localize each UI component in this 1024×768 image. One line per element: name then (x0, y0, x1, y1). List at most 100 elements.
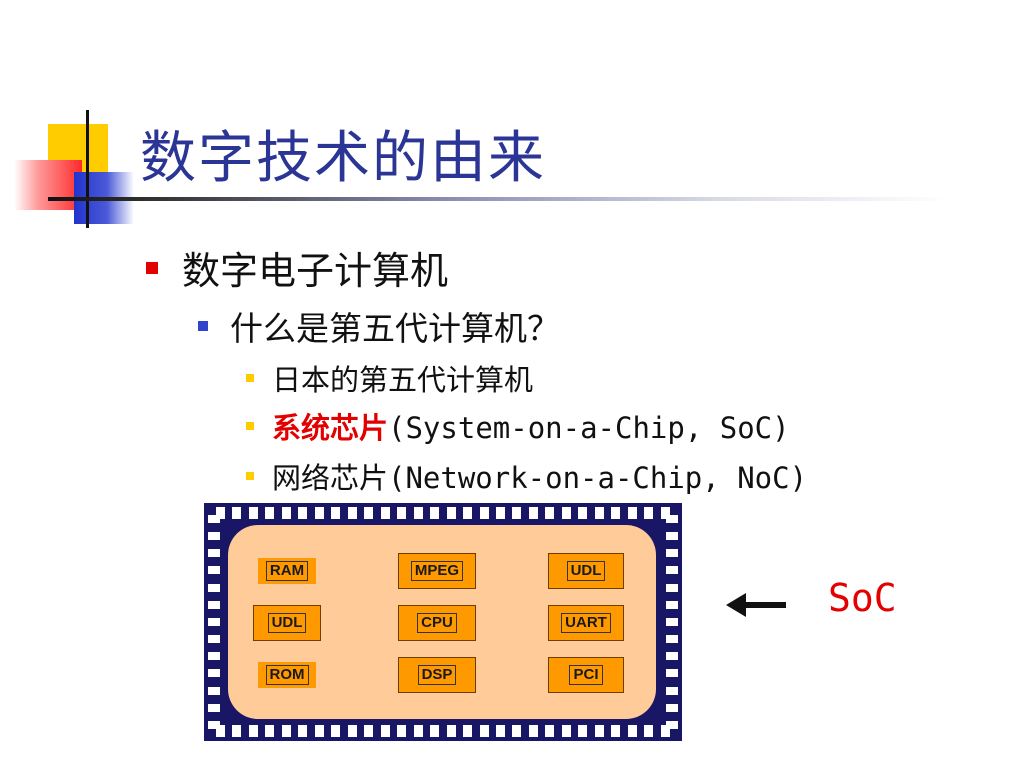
chip-pin (666, 686, 678, 695)
chip-pin (666, 652, 678, 661)
chip-pin (545, 725, 555, 737)
chip-block-label: ROM (265, 665, 309, 685)
chip-pin (561, 507, 571, 519)
chip-pin (208, 549, 220, 558)
chip-pin (512, 507, 522, 519)
chip-pin (578, 725, 588, 737)
chip-pin (644, 507, 654, 519)
chip-pin (208, 669, 220, 678)
chip-pin (347, 725, 357, 737)
chip-pin (413, 725, 423, 737)
bullet-level3-rest: (System-on-a-Chip, SoC) (388, 411, 790, 445)
chip-block-pci: PCI (553, 662, 619, 688)
chip-pin (347, 507, 357, 519)
chip-pin (265, 507, 275, 519)
chip-pin (265, 725, 275, 737)
chip-pin (528, 507, 538, 519)
title-ornament-red (14, 160, 82, 210)
bullet-level3-text: 网络芯片(Network-on-a-Chip, NoC) (272, 461, 808, 495)
bullet-level3-item: 系统芯片(System-on-a-Chip, SoC) (246, 405, 790, 447)
chip-pin (463, 725, 473, 737)
bullet-level2: 什么是第五代计算机？ (198, 302, 560, 350)
chip-pin (208, 566, 220, 575)
chip-block-dsp: DSP (403, 662, 471, 688)
chip-pin (208, 583, 220, 592)
bullet-level1-text: 数字电子计算机 (182, 249, 449, 293)
chip-pin (660, 507, 670, 519)
chip-pin (208, 617, 220, 626)
chip-pin (430, 725, 440, 737)
chip-pin (397, 507, 407, 519)
highlight-text: 系统芯片 (272, 411, 389, 445)
chip-block-udl: UDL (553, 558, 619, 584)
yellow-square-bullet-icon (246, 374, 254, 382)
bullet-level3-text: 日本的第五代计算机 (272, 363, 534, 397)
chip-pin (666, 669, 678, 678)
chip-pin (216, 507, 225, 519)
left-arrow-icon (726, 593, 786, 617)
bullet-level3-item: 网络芯片(Network-on-a-Chip, NoC) (246, 455, 807, 497)
chip-pin (364, 507, 374, 519)
chip-block-label: CPU (417, 613, 457, 633)
chip-pin (232, 507, 242, 519)
chip-pin (463, 507, 473, 519)
chip-pin (660, 725, 670, 737)
chip-block-uart: UART (553, 610, 619, 636)
chip-pin (298, 507, 308, 519)
bullet-level3-text: 系统芯片(System-on-a-Chip, SoC) (272, 405, 790, 447)
chip-pin (561, 725, 571, 737)
chip-pin (512, 725, 522, 737)
chip-pin (666, 515, 678, 523)
chip-block-mpeg: MPEG (403, 558, 471, 584)
chip-block-label: UART (561, 613, 611, 633)
chip-pin (298, 725, 308, 737)
chip-pin (208, 532, 220, 541)
chip-pin (430, 507, 440, 519)
chip-pin (666, 720, 678, 729)
chip-pin (479, 725, 489, 737)
chip-pins-left (208, 515, 220, 729)
chip-pin (232, 725, 242, 737)
chip-pin (666, 635, 678, 644)
chip-block-rom: ROM (258, 662, 316, 688)
chip-pins-right (666, 515, 678, 729)
title-underline (48, 197, 948, 201)
yellow-square-bullet-icon (246, 422, 254, 430)
blue-square-bullet-icon (198, 321, 208, 331)
chip-block-label: RAM (265, 561, 309, 581)
chip-pin (627, 507, 637, 519)
chip-pin (281, 507, 291, 519)
title-ornament-vertical-line (86, 110, 89, 228)
chip-pin (208, 720, 220, 729)
chip-pin (666, 549, 678, 558)
bullet-level2-text: 什么是第五代计算机？ (230, 309, 560, 348)
chip-block-label: DSP (417, 665, 457, 685)
chip-pin (331, 507, 341, 519)
chip-pin (248, 725, 258, 737)
chip-pin (208, 635, 220, 644)
chip-pin (248, 507, 258, 519)
chip-pin (666, 566, 678, 575)
chip-pin (380, 507, 390, 519)
chip-block-label: PCI (569, 665, 603, 685)
bullet-level3-item: 日本的第五代计算机 (246, 357, 533, 399)
yellow-square-bullet-icon (246, 472, 254, 480)
chip-pin (545, 507, 555, 519)
chip-pin (627, 725, 637, 737)
chip-pin (380, 725, 390, 737)
red-square-bullet-icon (146, 261, 158, 274)
chip-pin (314, 725, 324, 737)
chip-pins-top (216, 507, 670, 519)
chip-block-label: MPEG (410, 561, 464, 581)
chip-pin (666, 600, 678, 609)
chip-block-ram: RAM (258, 558, 316, 584)
chip-pins-bottom (216, 725, 670, 737)
chip-pin (364, 725, 374, 737)
soc-pointer-label: SoC (828, 576, 897, 620)
chip-pin (413, 507, 423, 519)
chip-pin (208, 652, 220, 661)
chip-pin (666, 703, 678, 712)
chip-pin (666, 617, 678, 626)
